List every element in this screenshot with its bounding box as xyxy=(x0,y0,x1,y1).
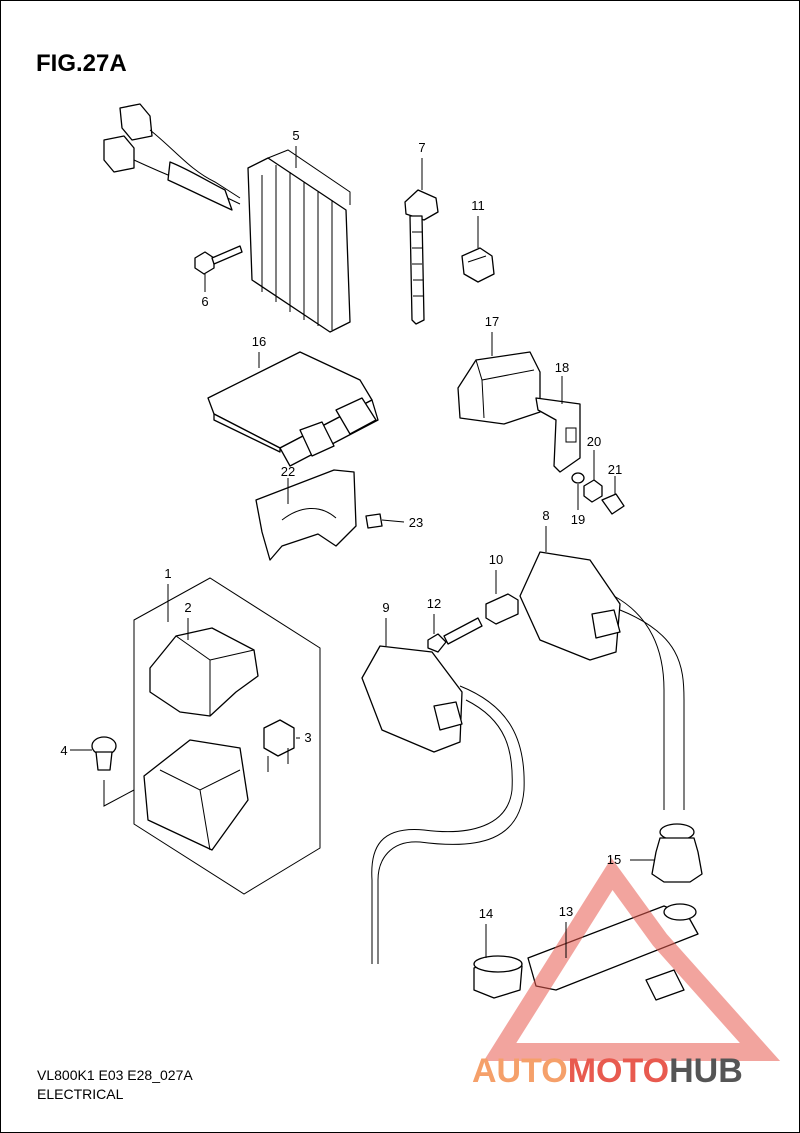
part-15-boot xyxy=(651,823,703,883)
part-2-cover xyxy=(149,627,259,717)
figure-title: FIG.27A xyxy=(36,50,127,77)
callout-17: 17 xyxy=(485,314,499,329)
watermark-text-auto: AUTO xyxy=(472,1052,568,1090)
svg-text:AUTOMOTOHUB: AUTOMOTOHUB xyxy=(472,1052,743,1090)
callout-7: 7 xyxy=(418,140,425,155)
part-16-ecm xyxy=(207,351,379,467)
part-9-ignition-coil xyxy=(361,645,525,964)
callout-5: 5 xyxy=(292,128,299,143)
callout-10: 10 xyxy=(489,552,503,567)
part-23-screw xyxy=(365,513,383,529)
callout-3: 3 xyxy=(304,730,311,745)
callout-13: 13 xyxy=(559,904,573,919)
diagram-code: VL800K1 E03 E28_027A xyxy=(37,1067,193,1083)
callout-21: 21 xyxy=(608,462,622,477)
part-1-group xyxy=(133,577,321,895)
part-4-screw xyxy=(91,736,117,771)
part-18-bracket xyxy=(535,397,581,473)
part-10-spacer xyxy=(485,593,519,625)
callout-4: 4 xyxy=(60,743,67,758)
watermark-text-moto: MOTO xyxy=(568,1052,669,1090)
part-3-fuse xyxy=(263,719,295,772)
callout-23: 23 xyxy=(409,515,423,530)
part-7-cable-tie xyxy=(404,189,439,325)
callout-11: 11 xyxy=(471,198,485,213)
part-22-bracket xyxy=(255,469,357,561)
part-14-sleeve xyxy=(473,955,523,999)
part-21-bolt xyxy=(601,493,625,515)
watermark-logo: AUTOMOTOHUB xyxy=(472,857,781,1090)
callout-1: 1 xyxy=(164,566,171,581)
part-8-ignition-coil xyxy=(519,551,685,810)
part-11-clamp xyxy=(461,247,495,283)
callout-9: 9 xyxy=(382,600,389,615)
callout-16: 16 xyxy=(252,334,266,349)
part-1-relay-body xyxy=(143,739,249,851)
callout-8: 8 xyxy=(542,508,549,523)
callout-14: 14 xyxy=(479,906,493,921)
callout-20: 20 xyxy=(587,434,601,449)
callout-12: 12 xyxy=(427,596,441,611)
part-20-nut xyxy=(583,479,603,503)
callout-19: 19 xyxy=(571,512,585,527)
part-17-unit xyxy=(457,351,541,425)
callout-15: 15 xyxy=(607,852,621,867)
callout-22: 22 xyxy=(281,464,295,479)
callout-leaders xyxy=(70,146,654,958)
part-6-bolt xyxy=(194,245,243,275)
part-19-washer xyxy=(571,472,585,484)
callout-18: 18 xyxy=(555,360,569,375)
watermark-text-hub: HUB xyxy=(669,1052,743,1090)
callout-2: 2 xyxy=(184,600,191,615)
part-5-regulator xyxy=(103,103,351,333)
callout-numbers: 1 2 3 4 5 6 7 8 9 10 11 12 13 14 15 16 1… xyxy=(60,128,622,921)
callout-6: 6 xyxy=(201,294,208,309)
part-12-bolt xyxy=(427,617,483,653)
section-name: ELECTRICAL xyxy=(37,1086,124,1102)
